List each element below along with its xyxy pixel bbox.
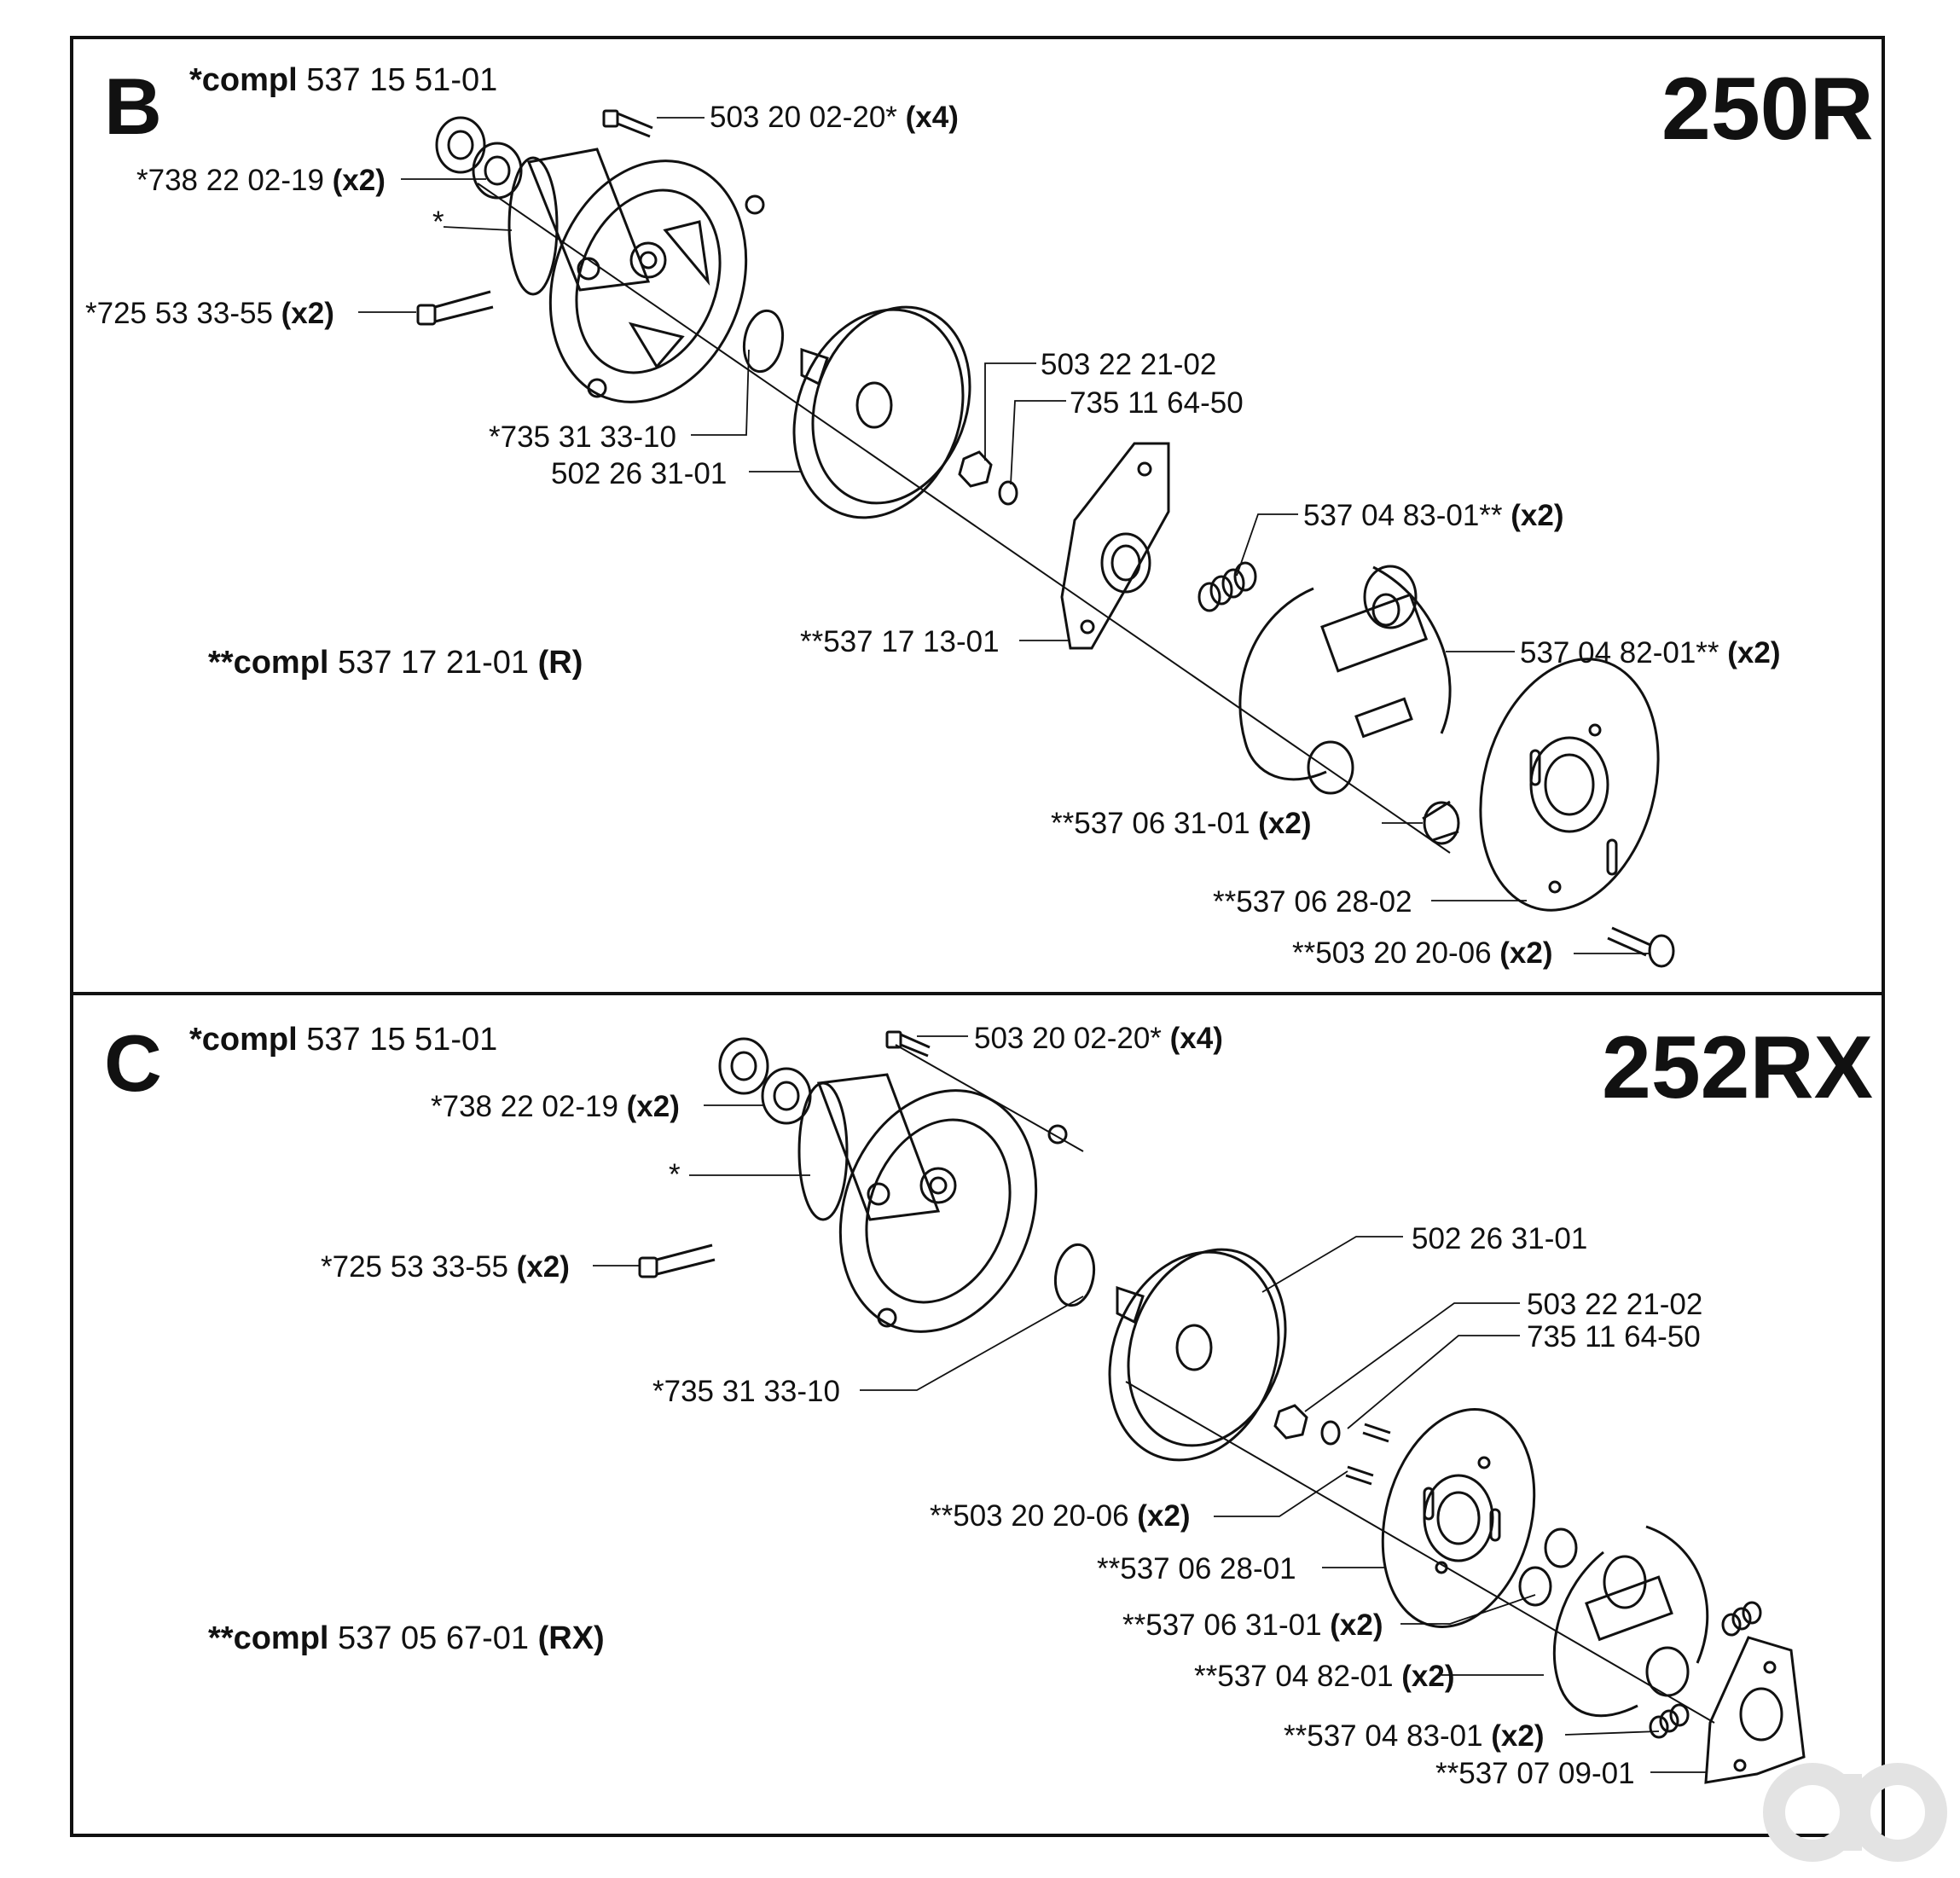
part-label: *735 31 33-10 [489,420,676,454]
spring-icon [1649,1601,1762,1739]
bracket-icon [1060,442,1170,650]
part-label: **537 06 31-01 (x2) [1122,1608,1383,1642]
spring-icon [1197,561,1257,612]
o-ring-icon [742,309,785,374]
assembly-number: 537 15 51-01 [306,62,498,98]
kit-number: 537 17 21-01 [338,645,530,681]
part-label: 735 11 64-50 [1070,386,1244,420]
part-label: **537 17 13-01 [800,625,1000,658]
part-label: **537 07 09-01 [1435,1757,1635,1790]
clutch-plate-icon [1381,1408,1536,1628]
bolt-icon [638,1243,716,1278]
spacer-icon [1518,1527,1578,1607]
nut-icon [958,450,993,488]
part-label: **503 20 20-06 (x2) [1292,936,1553,970]
clutch-housing-icon [507,148,765,403]
part-label: 537 04 83-01** (x2) [1303,499,1564,532]
part-label: 502 26 31-01 [1412,1222,1588,1255]
screw-icon [885,1030,931,1058]
clutch-shoe-icon [1552,1525,1709,1718]
part-label: 502 26 31-01 [551,457,728,490]
panel-b-letter: B [104,61,162,151]
nut-icon [1273,1404,1308,1440]
clutch-housing-icon [797,1073,1068,1333]
part-label: **537 06 31-01 (x2) [1051,807,1312,840]
panel-b-assembly-note: *compl 537 15 51-01 [189,64,497,96]
panel-b-parts [358,109,1675,968]
part-label: *735 31 33-10 [652,1375,840,1408]
part-label: **537 06 28-02 [1213,885,1412,919]
kit-prefix: **compl [208,1620,329,1656]
assembly-prefix: *compl [189,62,298,98]
part-label: * [432,206,444,239]
part-label: *725 53 33-55 (x2) [85,297,334,330]
part-label: **537 04 83-01 (x2) [1284,1719,1545,1753]
bearing-icon [435,116,523,200]
panel-c-kit-note: **compl 537 05 67-01 (RX) [208,1622,605,1655]
part-label: *738 22 02-19 (x2) [431,1090,680,1123]
screw-icon [1362,1423,1391,1443]
assembly-number: 537 15 51-01 [306,1022,498,1058]
part-label: 503 20 02-20* (x4) [710,101,959,134]
clutch-shoe-icon [1238,565,1452,795]
part-label: 503 20 02-20* (x4) [974,1022,1223,1055]
kit-variant: (RX) [537,1620,605,1656]
assembly-prefix: *compl [189,1022,298,1058]
bracket-icon [1704,1636,1806,1784]
panel-c-letter: C [104,1018,162,1108]
panel-c-assembly-note: *compl 537 15 51-01 [189,1023,497,1056]
clutch-plate-icon [1479,658,1660,912]
kit-number: 537 05 67-01 [338,1620,530,1656]
clutch-drum-icon [792,305,971,519]
part-label: 735 11 64-50 [1527,1320,1701,1353]
part-label: **537 04 82-01 (x2) [1194,1660,1455,1693]
part-label: 537 04 82-01** (x2) [1520,636,1781,669]
clutch-drum-icon [1108,1248,1287,1462]
watermark-logo [1763,1763,1947,1862]
part-label: 503 22 21-02 [1527,1288,1703,1321]
panel-c-parts [593,1030,1806,1784]
part-label: * [669,1158,681,1191]
diagram-frame [70,36,1885,1837]
part-label: **537 06 28-01 [1097,1552,1296,1585]
panel-divider [70,992,1885,995]
bearing-icon [718,1037,812,1125]
o-ring-icon [1053,1243,1096,1307]
washer-icon [998,480,1018,506]
screw-icon [602,109,653,138]
spacer-icon [1422,800,1460,845]
kit-prefix: **compl [208,645,329,681]
panel-b-model: 250R [1661,60,1874,159]
bolt-icon [416,290,494,326]
kit-variant: (R) [537,645,583,681]
panel-c-model: 252RX [1602,1018,1873,1117]
screw-icon [1607,926,1675,968]
screw-icon [1345,1465,1374,1486]
part-label: **503 20 20-06 (x2) [930,1499,1191,1533]
part-label: *725 53 33-55 (x2) [321,1250,570,1284]
part-label: *738 22 02-19 (x2) [136,164,386,197]
panel-b-kit-note: **compl 537 17 21-01 (R) [208,646,583,679]
part-label: 503 22 21-02 [1041,348,1217,381]
washer-icon [1320,1420,1341,1446]
